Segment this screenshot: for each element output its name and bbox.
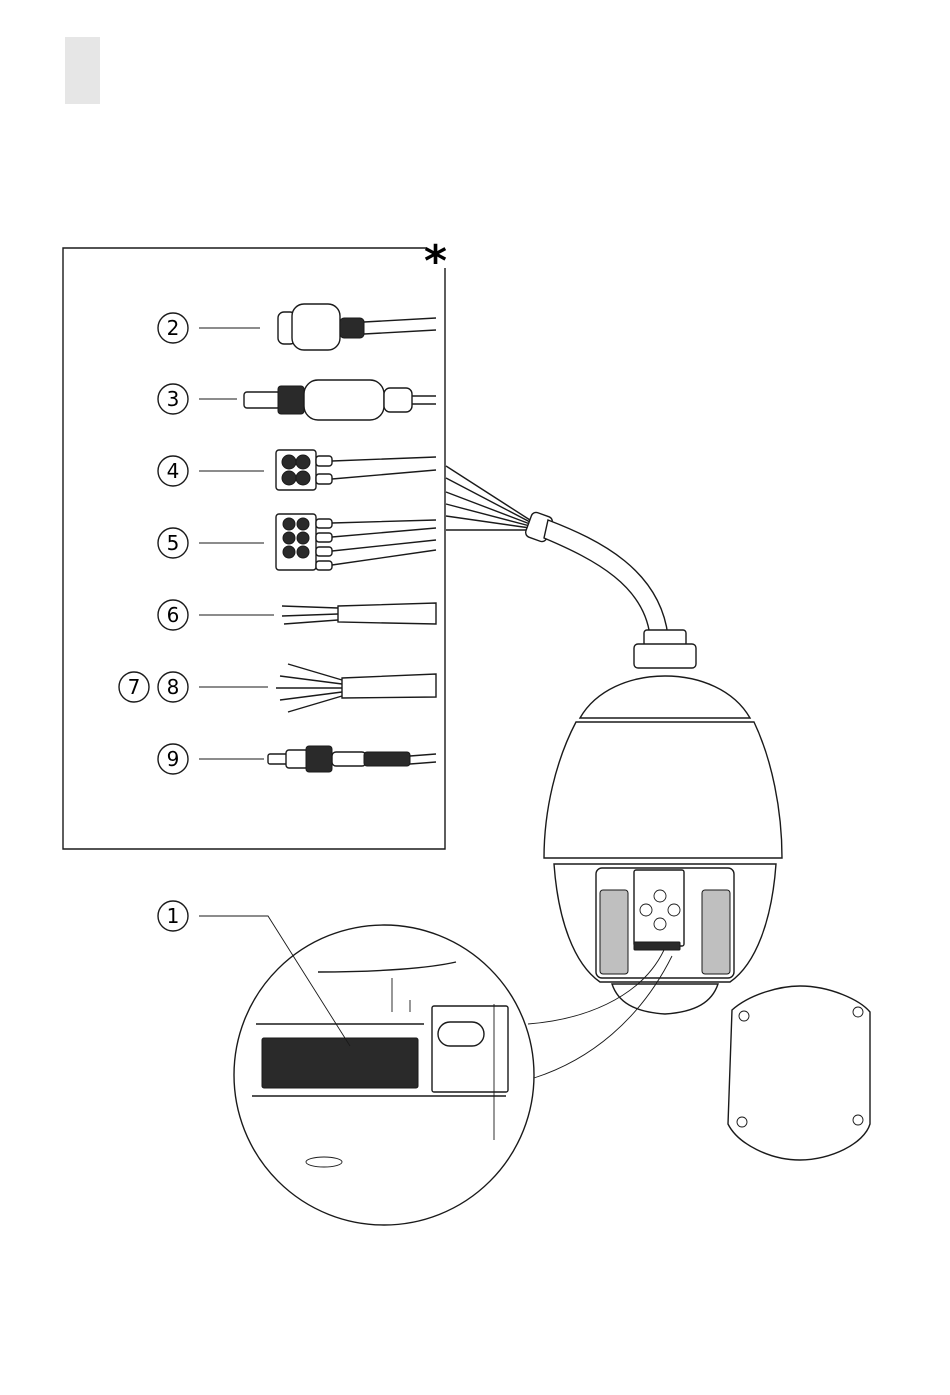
svg-text:6: 6 — [167, 603, 180, 627]
callout-6: 6 — [158, 600, 188, 630]
callout-4: 4 — [158, 456, 188, 486]
asterisk-marker: * — [424, 236, 447, 287]
svg-text:9: 9 — [167, 747, 180, 771]
power-wires — [282, 603, 436, 624]
terminal-block-2pin — [276, 450, 436, 490]
coaxial-connector — [268, 746, 436, 772]
alarm-wires — [276, 664, 436, 712]
svg-text:2: 2 — [167, 316, 180, 340]
callout-2: 2 — [158, 313, 188, 343]
magnified-detail — [234, 925, 534, 1225]
svg-text:5: 5 — [167, 531, 180, 555]
callout-5: 5 — [158, 528, 188, 558]
cover-plate — [728, 986, 870, 1160]
camera-cable-bundle — [446, 466, 668, 636]
terminal-block-multipin — [276, 514, 436, 570]
network-connector — [278, 304, 436, 350]
callout-8: 8 — [158, 672, 188, 702]
svg-text:7: 7 — [128, 675, 141, 699]
callout-3: 3 — [158, 384, 188, 414]
callout-9: 9 — [158, 744, 188, 774]
callout-1: 1 — [158, 901, 188, 931]
svg-text:1: 1 — [167, 904, 180, 928]
callout-7: 7 — [119, 672, 149, 702]
svg-text:8: 8 — [167, 675, 180, 699]
svg-text:4: 4 — [167, 459, 180, 483]
svg-text:3: 3 — [167, 387, 180, 411]
ptz-camera — [544, 630, 782, 1014]
bnc-video-connector — [244, 380, 436, 420]
